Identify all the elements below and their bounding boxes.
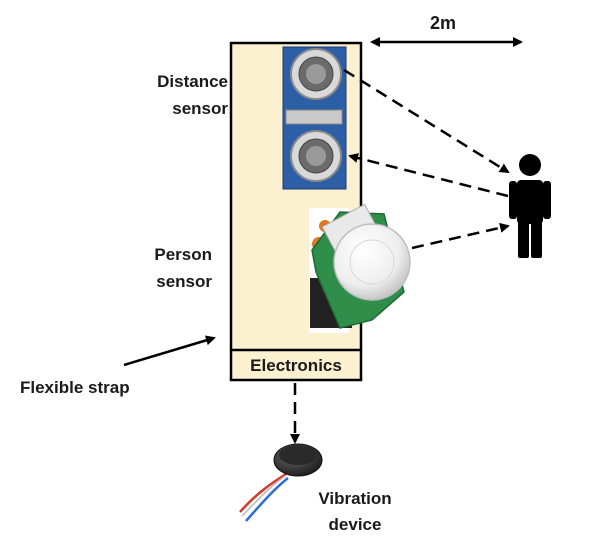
strap-label: Flexible strap [20,378,130,397]
pir-detect-arrow [411,222,510,250]
electronics-label: Electronics [250,356,342,375]
ultrasonic-sensor-icon [282,46,347,190]
pir-sensor-icon [309,203,411,333]
vibration-device-label: Vibration device [318,489,392,534]
strap-pointer [123,335,216,367]
vibration-motor-icon [239,443,323,522]
echo-arrow [348,153,509,198]
person-icon [509,154,551,258]
emit-arrow [343,68,510,174]
distance-sensor-label: Distance sensor [157,72,228,118]
person-sensor-label: Person sensor [154,245,212,291]
signal-arrows [290,68,510,444]
distance-label: 2m [430,13,457,33]
